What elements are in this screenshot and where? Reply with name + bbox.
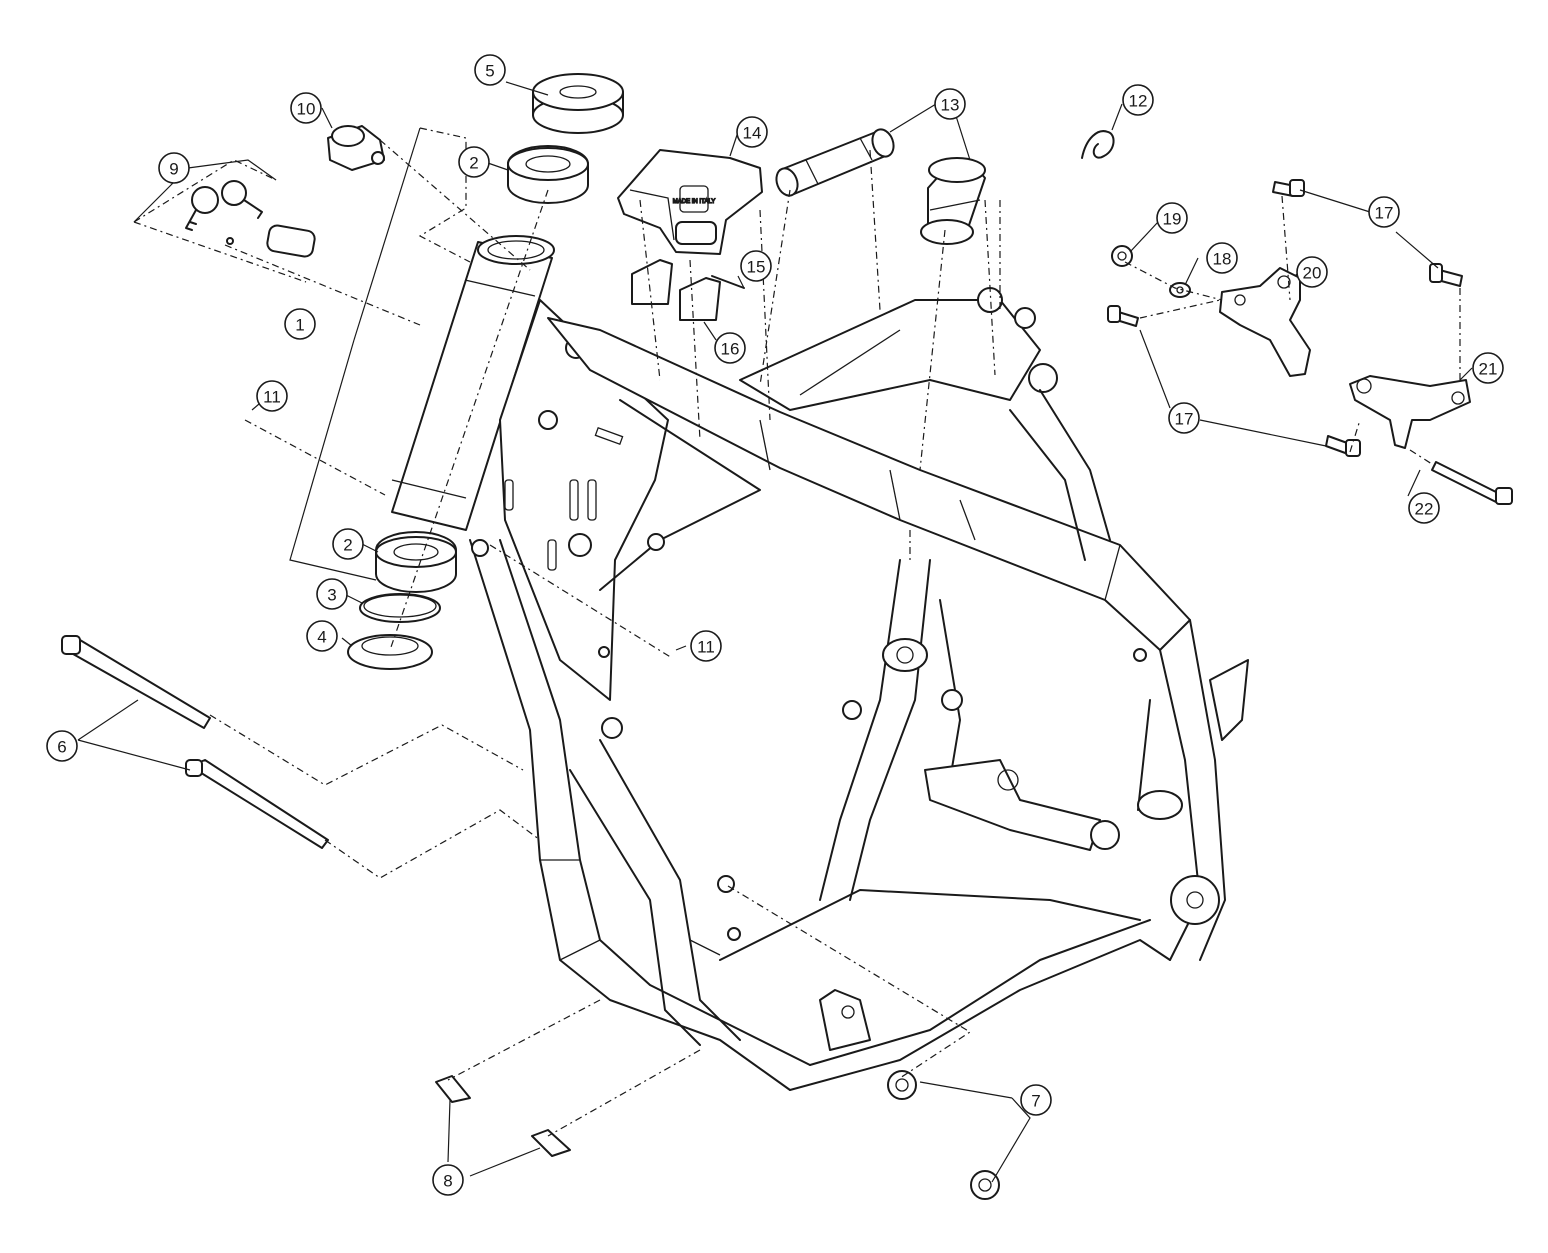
part-keys-9 xyxy=(133,159,316,283)
svg-text:22: 22 xyxy=(1415,500,1434,519)
part-clips-8 xyxy=(435,1075,571,1157)
part-cable-tie-12 xyxy=(1081,130,1115,159)
svg-text:11: 11 xyxy=(263,388,281,407)
svg-text:15: 15 xyxy=(747,258,766,277)
callout-20: 20 xyxy=(1296,256,1328,288)
callout-21: 21 xyxy=(1472,352,1504,384)
motorcycle-frame xyxy=(391,235,1249,1091)
part-bolts-6 xyxy=(61,635,329,849)
callout-1: 1 xyxy=(284,308,316,340)
svg-text:20: 20 xyxy=(1303,264,1322,283)
stamp-text: MADE IN ITALY xyxy=(673,199,715,205)
svg-text:17: 17 xyxy=(1375,204,1394,223)
callout-15: 15 xyxy=(740,250,772,282)
part-shim-15 xyxy=(711,275,745,289)
callout-8: 8 xyxy=(432,1164,464,1196)
leader-lines xyxy=(77,81,1473,1183)
svg-text:9: 9 xyxy=(169,160,178,179)
callout-18: 18 xyxy=(1206,242,1238,274)
svg-text:2: 2 xyxy=(469,154,478,173)
callout-11: 11 xyxy=(690,630,722,662)
part-nut-19 xyxy=(1111,245,1133,267)
callout-19: 19 xyxy=(1156,202,1188,234)
svg-text:13: 13 xyxy=(941,96,960,115)
callout-9: 9 xyxy=(158,152,190,184)
callout-22: 22 xyxy=(1408,492,1440,524)
part-rubber-sleeves-13 xyxy=(775,128,986,245)
callout-17: 17 xyxy=(1368,196,1400,228)
svg-text:8: 8 xyxy=(443,1172,452,1191)
part-bolt-22 xyxy=(1431,461,1513,505)
callout-14: 14 xyxy=(736,116,768,148)
svg-text:1: 1 xyxy=(295,316,304,335)
svg-text:18: 18 xyxy=(1213,250,1232,269)
callout-5: 5 xyxy=(474,54,506,86)
callout-3: 3 xyxy=(316,578,348,610)
part-lock-10 xyxy=(327,125,385,171)
svg-text:10: 10 xyxy=(297,100,316,119)
svg-text:16: 16 xyxy=(721,340,740,359)
svg-text:12: 12 xyxy=(1129,92,1148,111)
svg-text:3: 3 xyxy=(327,586,336,605)
part-bracket-21 xyxy=(1349,375,1471,449)
svg-text:4: 4 xyxy=(317,628,326,647)
callout-11: 11 xyxy=(256,380,288,412)
part-pads-16 xyxy=(631,259,721,321)
svg-text:6: 6 xyxy=(57,738,66,757)
part-o-ring-3 xyxy=(359,593,441,623)
callout-17: 17 xyxy=(1168,402,1200,434)
svg-text:7: 7 xyxy=(1031,1092,1040,1111)
callout-12: 12 xyxy=(1122,84,1154,116)
callout-7: 7 xyxy=(1020,1084,1052,1116)
svg-text:14: 14 xyxy=(743,124,762,143)
part-bearing-2-upper xyxy=(507,145,589,204)
callout-16: 16 xyxy=(714,332,746,364)
part-seal-4 xyxy=(347,634,433,670)
svg-text:17: 17 xyxy=(1175,410,1194,429)
part-housing-14: MADE IN ITALY xyxy=(617,149,763,255)
part-bracket-20 xyxy=(1219,267,1311,377)
svg-text:21: 21 xyxy=(1479,360,1498,379)
callout-13: 13 xyxy=(934,88,966,120)
callout-10: 10 xyxy=(290,92,322,124)
part-washer-18 xyxy=(1169,282,1191,298)
svg-text:2: 2 xyxy=(343,536,352,555)
part-bolts-17 xyxy=(1107,179,1463,457)
svg-text:19: 19 xyxy=(1163,210,1182,229)
svg-text:11: 11 xyxy=(697,638,715,657)
part-dust-seal-5 xyxy=(532,73,624,134)
svg-text:5: 5 xyxy=(485,62,494,81)
part-bearing-2-lower xyxy=(375,531,457,593)
callout-6: 6 xyxy=(46,730,78,762)
callout-2: 2 xyxy=(458,146,490,178)
part-nuts-7 xyxy=(887,1070,1000,1200)
callout-2: 2 xyxy=(332,528,364,560)
assembly-lines xyxy=(209,127,1461,1137)
callout-4: 4 xyxy=(306,620,338,652)
